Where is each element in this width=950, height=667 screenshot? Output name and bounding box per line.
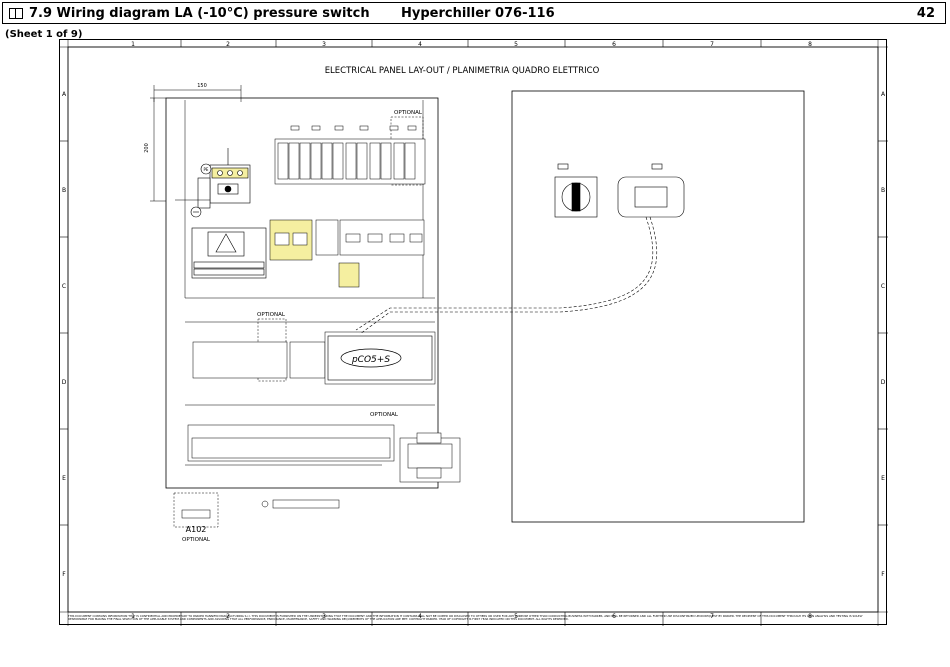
row-label: B (62, 187, 66, 194)
door-panel-outline (511, 90, 805, 523)
col-label: 7 (710, 41, 714, 48)
row-label: F (62, 571, 66, 578)
row-label: A (62, 91, 67, 98)
row-label-right: E (881, 475, 885, 482)
col-label-bottom: 2 (226, 613, 230, 620)
door-main-switch-handle (554, 163, 598, 218)
a102-optional-box: A102 OPTIONAL (173, 492, 219, 543)
optional-label: OPTIONAL (182, 537, 211, 543)
section-heading: 7.9 Wiring diagram LA (-10°C) pressure s… (3, 6, 401, 21)
bottom-rail (261, 499, 340, 509)
dim-height-label: 200 (144, 143, 150, 153)
product-name: Hyperchiller 076-116 (401, 5, 555, 21)
dim-width-label: 150 (197, 83, 207, 89)
a102-label: A102 (186, 525, 207, 534)
main-panel-outline (165, 97, 439, 489)
pe-terminal-icon (200, 163, 212, 175)
row-label: E (62, 475, 66, 482)
row-label: D (62, 379, 67, 386)
optional-label: OPTIONAL (394, 110, 423, 116)
col-label-bottom: 5 (514, 613, 518, 620)
contactor-block (269, 219, 425, 288)
col-label-bottom: 3 (322, 613, 326, 620)
row-label: C (62, 283, 66, 290)
col-label: 6 (612, 41, 616, 48)
panel-layout-drawing: 1 2 3 4 5 6 7 8 1 2 3 4 5 6 7 8 A B C D … (60, 40, 888, 626)
row-label-right: B (881, 187, 885, 194)
book-icon (9, 7, 23, 19)
display-cable (355, 216, 654, 331)
door-display-terminal (617, 163, 685, 218)
col-label: 1 (131, 41, 135, 48)
col-label: 4 (418, 41, 422, 48)
row-label-right: D (881, 379, 886, 386)
page-number: 42 (916, 5, 935, 21)
col-label: 3 (322, 41, 326, 48)
column-grid (180, 40, 762, 626)
col-label-bottom: 4 (418, 613, 422, 620)
col-label: 5 (514, 41, 518, 48)
row-label-right: F (881, 571, 885, 578)
row-label-right: C (881, 283, 885, 290)
circuit-breaker-row (274, 125, 426, 185)
col-label-bottom: 7 (710, 613, 714, 620)
dimension-height (150, 97, 166, 202)
pe-label: PE (204, 167, 209, 172)
col-label: 8 (808, 41, 812, 48)
row-grid (60, 140, 888, 526)
optional-label: OPTIONAL (257, 312, 286, 318)
col-label-bottom: 6 (612, 613, 616, 620)
optional-label: OPTIONAL (370, 412, 399, 418)
confidentiality-footer: THIS DOCUMENT CONTAINS INFORMATION THAT … (68, 615, 863, 622)
drawing-title: ELECTRICAL PANEL LAY-OUT / PLANIMETRIA Q… (325, 66, 600, 76)
row-label-right: A (881, 91, 886, 98)
pco-controller: pCO5+S (327, 335, 433, 381)
sheet-label: (Sheet 1 of 9) (5, 29, 83, 40)
page-header: 7.9 Wiring diagram LA (-10°C) pressure s… (2, 2, 946, 24)
transformer (191, 227, 267, 279)
section-title: 7.9 Wiring diagram LA (-10°C) pressure s… (29, 5, 370, 21)
terminal-strip (187, 424, 395, 462)
drawing-frame: 1 2 3 4 5 6 7 8 1 2 3 4 5 6 7 8 A B C D … (59, 39, 888, 626)
pco-label: pCO5+S (351, 355, 390, 365)
col-label-bottom: 8 (808, 613, 812, 620)
auxiliary-module (399, 432, 461, 483)
main-switch (175, 148, 251, 209)
col-label-bottom: 1 (131, 613, 135, 620)
col-label: 2 (226, 41, 230, 48)
